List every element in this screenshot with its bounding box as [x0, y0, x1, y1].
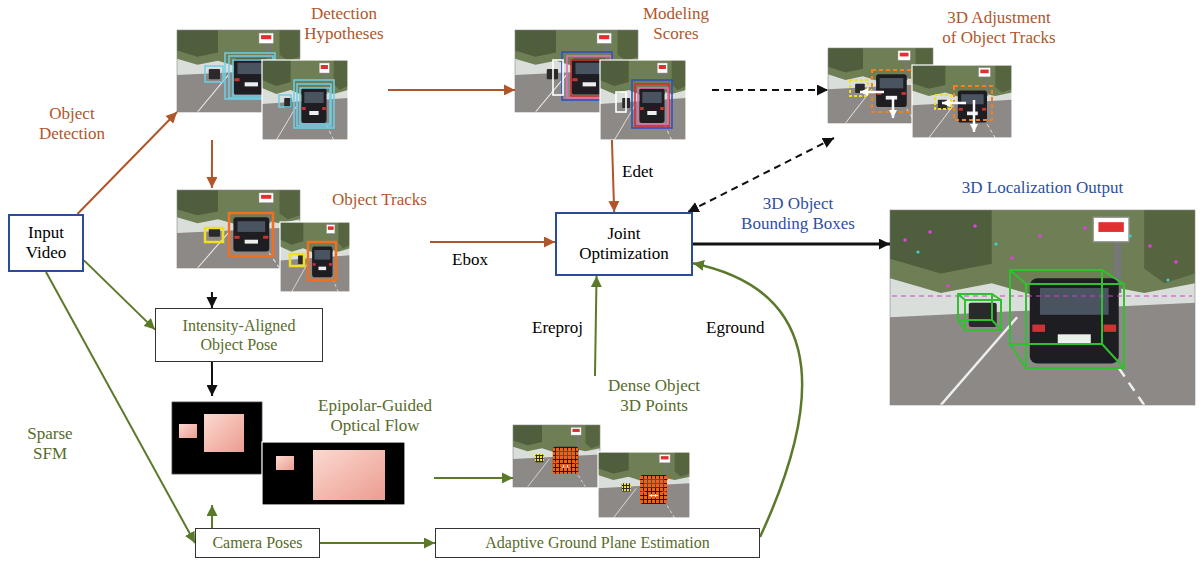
edge-label: Object Detection — [26, 104, 118, 145]
box-label: Joint Optimization — [561, 224, 687, 265]
flow-arrow — [211, 292, 213, 308]
edge-label: Ebox — [452, 250, 488, 270]
edge-label: Ereproj — [532, 318, 583, 338]
panel-heading: Epipolar-Guided Optical Flow — [316, 396, 434, 437]
flow-arrow — [434, 477, 513, 479]
edge-label: Sparse SFM — [14, 424, 86, 465]
box-label: Camera Poses — [212, 533, 302, 552]
edge-label: Eground — [706, 318, 765, 338]
adjustment-thumbnails — [828, 48, 1012, 138]
panel-heading: Dense Object 3D Points — [603, 376, 705, 417]
image-panel: 3D Adjustment of Object Tracks — [828, 8, 1068, 138]
flow-arrow — [430, 241, 555, 243]
flow-arrow — [320, 542, 435, 544]
flow-arrow — [211, 362, 213, 396]
edge-label: 3D Object Bounding Boxes — [738, 194, 858, 235]
image-panel: Object Tracks — [177, 188, 430, 292]
box-label: Input Video — [14, 223, 78, 264]
flow-arrow — [693, 243, 890, 246]
process-box: Intensity-Aligned Object Pose — [155, 308, 323, 362]
panel-heading: Modeling Scores — [640, 4, 712, 45]
box-label: Adaptive Ground Plane Estimation — [485, 533, 709, 552]
process-box: Camera Poses — [195, 528, 320, 558]
box-label: Intensity-Aligned Object Pose — [169, 316, 309, 354]
flow-arrow — [211, 140, 213, 188]
image-panel: 3D Localization Output — [890, 178, 1195, 405]
panel-heading: Detection Hypotheses — [300, 4, 388, 45]
flow-arrow — [612, 140, 614, 212]
process-box: Input Video — [8, 214, 84, 272]
scoring-thumbnails — [515, 30, 686, 140]
detection-thumbnails — [177, 30, 348, 140]
panel-heading: 3D Localization Output — [890, 178, 1195, 198]
image-panel: Detection Hypotheses — [177, 4, 388, 140]
process-box: Adaptive Ground Plane Estimation — [435, 528, 760, 558]
edge-label: Edet — [622, 162, 653, 182]
point-cloud-thumbnails — [513, 425, 690, 518]
image-panel: Dense Object 3D Points — [513, 376, 705, 520]
localization-image — [890, 210, 1195, 405]
panel-heading: Object Tracks — [332, 190, 427, 210]
image-panel: Modeling Scores — [515, 4, 712, 140]
panel-heading: 3D Adjustment of Object Tracks — [940, 8, 1058, 49]
process-box: Joint Optimization — [555, 212, 693, 276]
flow-arrow — [388, 89, 515, 91]
image-panel: Epipolar-Guided Optical Flow — [172, 396, 434, 505]
flow-arrow — [693, 263, 802, 537]
dashed-arrow — [712, 89, 828, 91]
flow-arrow — [84, 260, 155, 329]
flow-arrow — [595, 276, 597, 376]
flow-arrow — [211, 505, 213, 528]
track-thumbnails — [177, 190, 350, 292]
